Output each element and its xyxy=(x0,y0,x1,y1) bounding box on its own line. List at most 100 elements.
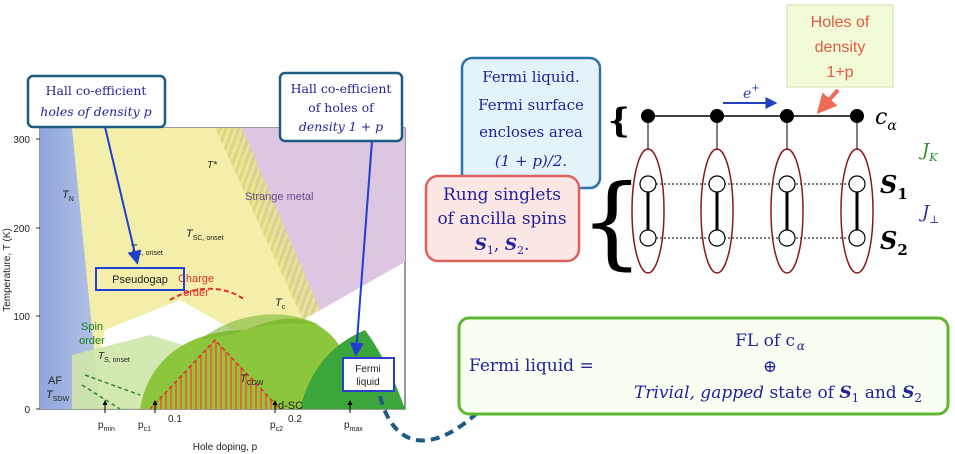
y-axis: 0 100 200 300 Temperature, T (K) xyxy=(2,135,40,416)
hall-1p-callout: Hall co-efficient of holes of density 1 … xyxy=(278,71,404,357)
ts-onset-curve xyxy=(84,374,141,396)
c-site xyxy=(850,109,864,123)
rung xyxy=(700,148,734,274)
s1-site xyxy=(639,175,657,193)
x-tick-label: 0.1 xyxy=(168,414,182,425)
pmax-label: pmax xyxy=(344,420,363,433)
hall-1p-line3: density 1 + p xyxy=(299,119,383,134)
rung-line1: Rung singlets xyxy=(443,185,561,205)
singlet-oval xyxy=(631,148,665,274)
hall-1p-line1: Hall co-efficient xyxy=(291,81,392,96)
y-tick-label: 0 xyxy=(24,405,30,416)
hall-1p-box xyxy=(278,71,404,143)
hall-p-line2: holes of density p xyxy=(40,104,151,119)
hall-p-line1: Hall co-efficient xyxy=(46,83,147,98)
c-site xyxy=(780,109,794,123)
equation-lhs: Fermi liquid = xyxy=(469,356,594,376)
holes-line1: Holes of xyxy=(811,14,870,31)
holes-box xyxy=(786,4,894,88)
y-tick-label: 100 xyxy=(13,312,30,323)
rung-line3: S1, S2. xyxy=(475,235,530,257)
y-axis-title: Temperature, T (K) xyxy=(2,228,13,312)
fermi-surface-callout: Fermi liquid. Fermi surface encloses are… xyxy=(460,56,602,190)
s2-site xyxy=(708,229,726,247)
tc-onset-curve xyxy=(169,287,246,301)
hall-p-callout: Hall co-efficient holes of density p xyxy=(26,74,167,265)
singlet-oval xyxy=(770,148,804,274)
hop-label: e+ xyxy=(743,83,760,102)
dashed-link-arrow xyxy=(378,392,498,443)
c-site xyxy=(710,109,724,123)
fermi-liquid-label-1: Fermi xyxy=(355,364,381,375)
rung xyxy=(840,148,874,274)
pc1-label: pc1 xyxy=(138,420,151,433)
phase-diagram: 0 100 200 300 Temperature, T (K) 0.1 0.2… xyxy=(2,127,406,453)
pseudogap-box xyxy=(95,267,185,291)
singlet-oval xyxy=(700,148,734,274)
x-tick-label: 0.2 xyxy=(288,414,302,425)
equation-frame xyxy=(457,316,950,416)
fermi-surface-line1: Fermi liquid. xyxy=(482,68,579,86)
s2-site xyxy=(848,229,866,247)
tsdw-curve xyxy=(81,384,121,410)
charge-order-outline xyxy=(149,338,281,410)
rung xyxy=(770,148,804,274)
top-brace: { xyxy=(608,101,630,141)
fermi-surface-line4: (1 + p)/2. xyxy=(495,152,567,170)
pseudogap-label: Pseudogap xyxy=(112,274,168,286)
rung-line2: of ancilla spins xyxy=(437,209,566,229)
s2-site xyxy=(639,229,657,247)
spin-order-label-1: Spin xyxy=(81,321,103,333)
holes-arrow xyxy=(816,88,840,114)
equation-line2: Trivial, gapped state of S1 and S2 xyxy=(634,383,922,405)
charge-order-label-2: order xyxy=(183,287,209,299)
tc-label: Tc xyxy=(275,297,286,311)
fermi-liquid-label-2: liquid xyxy=(356,377,379,388)
hall-p-arrow xyxy=(104,126,142,265)
af-label: AF xyxy=(48,375,62,387)
y-tick-label: 300 xyxy=(13,135,30,146)
rung-singlets-callout: Rung singlets of ancilla spins S1, S2. xyxy=(424,174,581,263)
fermi-surface-line3: encloses area xyxy=(479,123,583,141)
tc-dome-highlight xyxy=(200,314,320,340)
s1-site xyxy=(708,175,726,193)
tstar-label: T* xyxy=(207,160,218,171)
holes-line3: 1+p xyxy=(826,64,853,81)
rung xyxy=(631,148,665,274)
x-axis: 0.1 0.2 Hole doping, p pmin pc1 pc2 pmax xyxy=(98,400,363,453)
c-site xyxy=(641,109,655,123)
pc2-label: pc2 xyxy=(270,420,283,433)
s1-site xyxy=(778,175,796,193)
charge-order-label-1: Charge xyxy=(178,273,214,285)
jk-label: JK xyxy=(918,140,938,164)
fermi-surface-line2: Fermi surface xyxy=(478,96,584,114)
tcdw-label: TCDW xyxy=(240,373,264,387)
strange-metal-label: Strange metal xyxy=(245,191,313,203)
hall-1p-arrow xyxy=(349,140,373,357)
tsc-onset-label: TSC, onset xyxy=(186,228,224,242)
fermi-liquid-box xyxy=(342,357,395,392)
pmin-label: pmin xyxy=(98,420,115,433)
rung-singlets-box xyxy=(424,174,581,263)
jperp-label: J⊥ xyxy=(918,202,940,226)
charge-order-region xyxy=(150,340,280,409)
s1-site xyxy=(848,175,866,193)
equation-box: Fermi liquid = FL of c α ⊕ Trivial, gapp… xyxy=(457,316,950,416)
c-alpha-label: cα xyxy=(875,105,897,134)
y-tick-label: 200 xyxy=(13,224,30,235)
tstar-band xyxy=(215,128,320,320)
equation-oplus: ⊕ xyxy=(763,357,777,377)
equation-line1: FL of c α xyxy=(735,331,805,353)
tsdw-label: TSDW xyxy=(46,389,69,403)
ts-onset-label: TS, onset xyxy=(98,351,130,364)
tn-label: TN xyxy=(62,189,74,203)
holes-line2: density xyxy=(815,39,866,56)
singlet-oval xyxy=(840,148,874,274)
s2-site xyxy=(778,229,796,247)
af-region xyxy=(40,128,100,409)
spin-order-label-2: order xyxy=(79,335,105,347)
dsc-label: d-SC xyxy=(278,400,303,412)
hall-1p-line2: of holes of xyxy=(308,100,375,115)
ladder: Holes of density 1+p e+ cα { xyxy=(580,4,940,280)
